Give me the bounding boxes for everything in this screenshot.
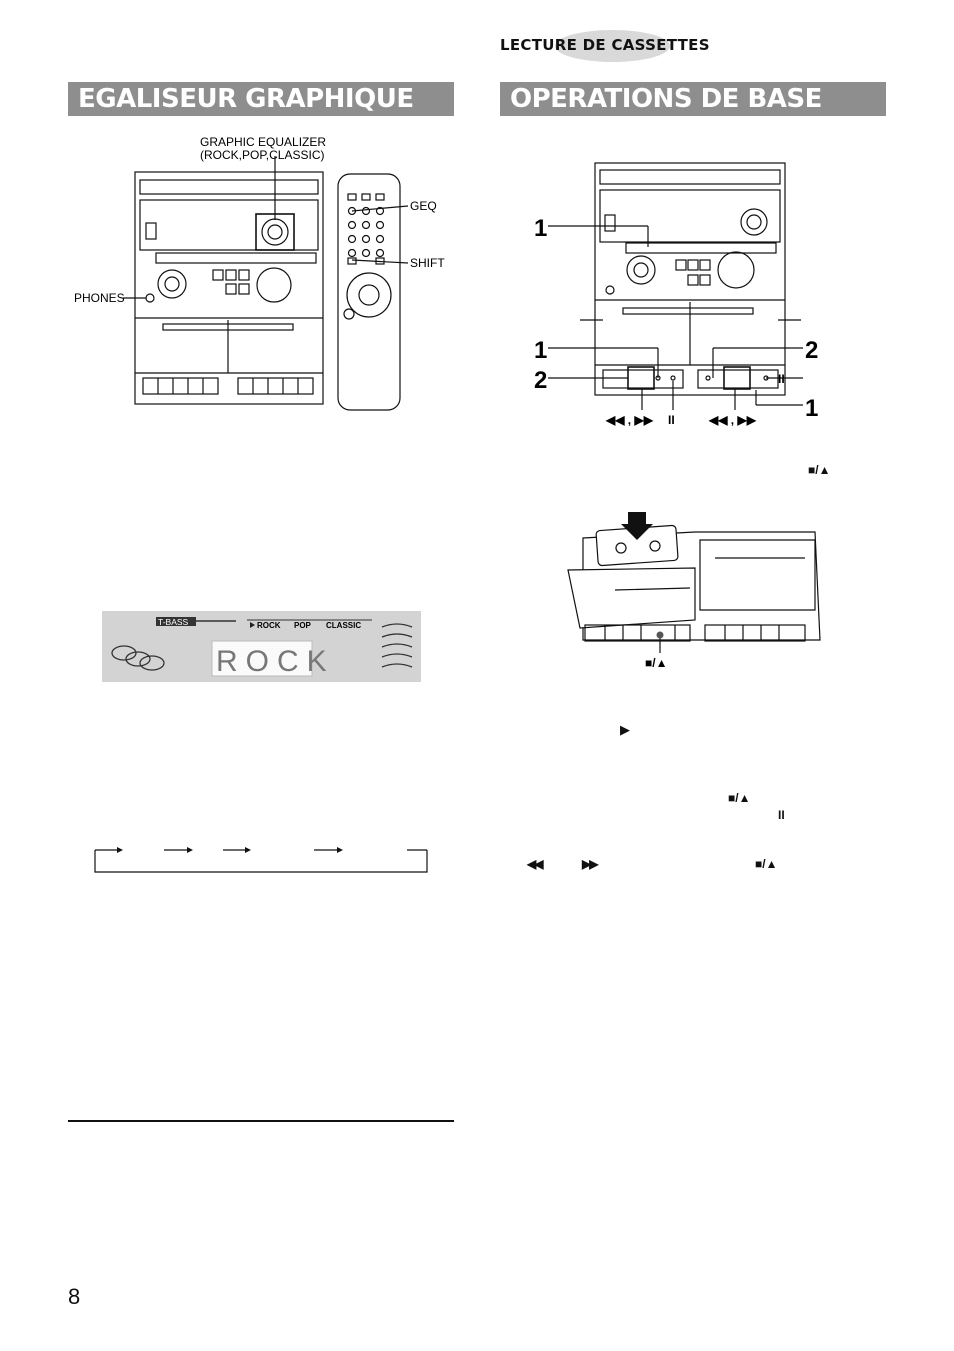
rew-ff-label-right: ◀◀ , ▶▶ bbox=[708, 413, 757, 427]
eq-display-panel: T-BASS ROCK POP CLASSIC ROCK bbox=[102, 611, 421, 682]
pause-symbol: II bbox=[778, 808, 785, 822]
fast-forward-symbol: ▶▶ bbox=[582, 857, 599, 871]
stop-eject-symbol-2: ■/▲ bbox=[645, 656, 667, 670]
phones-label: PHONES bbox=[74, 291, 125, 305]
stereo-unit-illustration: GRAPHIC EQUALIZER (ROCK,POP,CLASSIC) PHO… bbox=[74, 135, 445, 411]
pause-label-left: II bbox=[668, 413, 675, 427]
disc-icon bbox=[111, 645, 165, 671]
shift-label: SHIFT bbox=[410, 256, 445, 270]
callout-2-right: 2 bbox=[805, 337, 818, 364]
cassette-deck-illustration: 1 1 2 2 1 II ◀◀ , ▶▶ II ◀◀ , ▶▶ bbox=[534, 162, 818, 427]
pause-label-right: II bbox=[778, 372, 785, 386]
stop-eject-symbol-3: ■/▲ bbox=[728, 791, 751, 805]
mode-cycle-diagram bbox=[94, 847, 428, 873]
graphic-eq-modes-label: (ROCK,POP,CLASSIC) bbox=[200, 148, 324, 162]
section-divider bbox=[68, 1120, 454, 1122]
mode-rock: ROCK bbox=[257, 621, 281, 630]
right-section-title: OPERATIONS DE BASE bbox=[500, 82, 886, 116]
rewind-symbol: ◀◀ bbox=[527, 857, 544, 871]
cassette-insert-illustration: ■/▲ bbox=[567, 512, 821, 670]
level-meter-icon bbox=[381, 623, 413, 668]
mode-classic: CLASSIC bbox=[326, 621, 361, 630]
display-readout: ROCK bbox=[216, 645, 335, 678]
stop-eject-symbol-1: ■/▲ bbox=[808, 463, 831, 477]
insert-arrow-icon bbox=[621, 512, 653, 540]
callout-1-left: 1 bbox=[534, 337, 547, 364]
section-tag: LECTURE DE CASSETTES bbox=[500, 30, 710, 62]
mode-pop: POP bbox=[294, 621, 312, 630]
rew-ff-label-left: ◀◀ , ▶▶ bbox=[605, 413, 654, 427]
stop-eject-symbol-4: ■/▲ bbox=[755, 857, 778, 871]
geq-label: GEQ bbox=[410, 199, 437, 213]
page-number: 8 bbox=[68, 1284, 81, 1309]
callout-1-right: 1 bbox=[805, 395, 818, 422]
play-symbol: ▶ bbox=[620, 722, 630, 737]
callout-2-left: 2 bbox=[534, 367, 547, 394]
left-section-title: EGALISEUR GRAPHIQUE bbox=[68, 82, 454, 116]
callout-1-top: 1 bbox=[534, 215, 547, 242]
tbass-indicator: T-BASS bbox=[158, 617, 189, 627]
graphic-eq-label: GRAPHIC EQUALIZER bbox=[200, 135, 326, 149]
